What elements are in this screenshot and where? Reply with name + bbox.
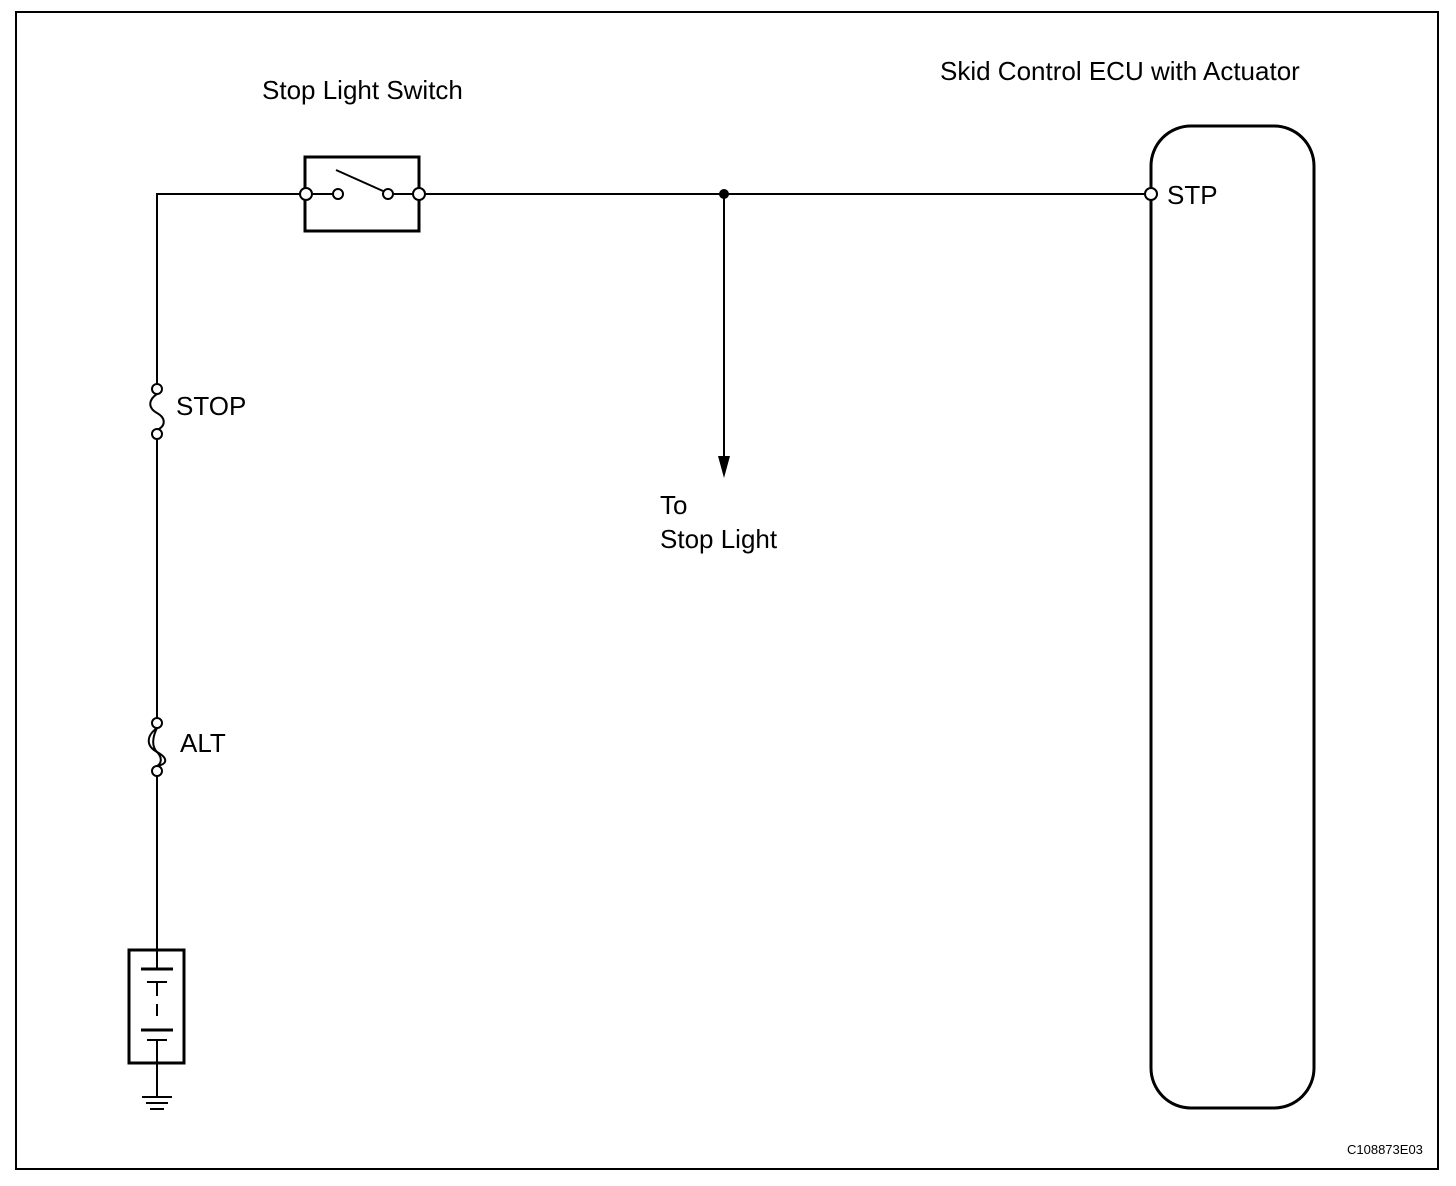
stp-label: STP bbox=[1167, 180, 1218, 210]
switch-terminal-left bbox=[299, 187, 313, 201]
fusible-link-icon bbox=[147, 727, 167, 767]
to-label: To bbox=[660, 490, 687, 520]
ground-icon bbox=[142, 1063, 172, 1110]
stp-terminal bbox=[1144, 187, 1158, 201]
wire-left-top bbox=[156, 193, 306, 387]
alt-fusible-link bbox=[147, 717, 167, 777]
switch-terminal-right bbox=[412, 187, 426, 201]
stop-light-switch bbox=[299, 155, 426, 233]
stop-fuse bbox=[149, 383, 165, 440]
stop-fuse-label: STOP bbox=[176, 391, 246, 421]
fuse-icon bbox=[149, 393, 165, 431]
junction-dot-icon bbox=[719, 189, 729, 199]
figure-code: C108873E03 bbox=[1347, 1142, 1423, 1157]
ecu-label: Skid Control ECU with Actuator bbox=[940, 56, 1300, 86]
switch-open-icon bbox=[312, 169, 414, 200]
battery-icon bbox=[127, 948, 186, 1065]
alt-fuse-label: ALT bbox=[180, 728, 226, 758]
arrow-down-icon bbox=[718, 456, 730, 478]
stop-light-label: Stop Light bbox=[660, 524, 778, 554]
diagram-frame bbox=[15, 11, 1439, 1170]
stop-light-switch-label: Stop Light Switch bbox=[262, 75, 463, 105]
ecu-body bbox=[1149, 124, 1316, 1110]
